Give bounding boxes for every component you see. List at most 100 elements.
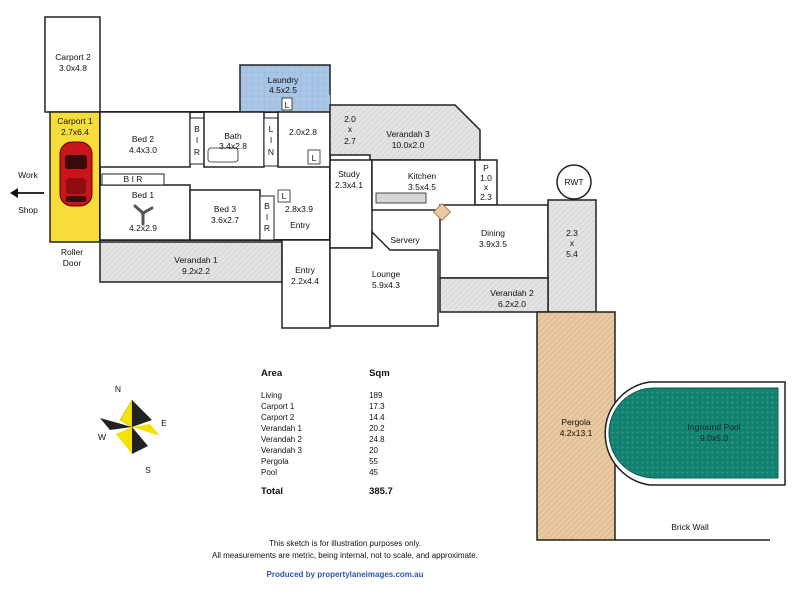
carport-1-dims: 2.7x6.4 [61, 127, 89, 137]
room-2-8x3-9-dims: 2.8x3.9 [285, 204, 313, 214]
total-value: 385.7 [369, 486, 393, 497]
verandah-3-side-x: x [348, 124, 353, 134]
bed-1-bir: B I R [124, 174, 143, 184]
laundry-dims: 4.5x2.5 [269, 85, 297, 95]
sqm-header: Sqm [369, 368, 390, 379]
kitchen-bench [375, 192, 427, 204]
compass-e: E [161, 418, 167, 428]
verandah-2-name: Verandah 2 [490, 288, 534, 298]
side-verandah-h: 5.4 [566, 249, 578, 259]
bathtub [207, 147, 239, 163]
area-row-label: Carport 1 [261, 402, 295, 411]
bed-2-dims: 4.4x3.0 [129, 145, 157, 155]
room-2-0x2-8-dims: 2.0x2.8 [289, 127, 317, 137]
pantry-w: 1.0 [480, 173, 492, 183]
verandah-2 [439, 277, 549, 313]
area-header: Area [261, 368, 283, 379]
bir-r: R [194, 147, 200, 157]
verandah-3-side-h: 2.7 [344, 136, 356, 146]
car-icon [59, 141, 93, 207]
compass-n: N [115, 384, 121, 394]
side-verandah [547, 199, 597, 313]
room-2-0x2-8-l: L [312, 153, 317, 163]
area-row-value: 24.8 [369, 435, 385, 444]
roller-door-label-1: Roller [61, 247, 83, 257]
kitchen-name: Kitchen [408, 171, 437, 181]
area-table-row: Pergola 55 [258, 456, 428, 467]
rainwater-tank [556, 164, 592, 200]
disclaimer-line-2: All measurements are metric, being inter… [212, 551, 478, 560]
bir-b: B [194, 124, 200, 134]
producer-credit: Produced by propertylaneimages.com.au [266, 570, 424, 579]
bed-3-bir-r: R [264, 223, 270, 233]
pergola-dims: 4.2x13.1 [560, 428, 593, 438]
room-2-0x2-8 [277, 111, 331, 168]
area-row-value: 45 [369, 468, 378, 477]
area-row-value: 20 [369, 446, 378, 455]
left-arrow-icon [10, 188, 44, 198]
bed-3-bir-b: B [264, 201, 270, 211]
compass-s: S [145, 465, 151, 475]
laundry-name: Laundry [268, 75, 299, 85]
area-row-label: Verandah 2 [261, 435, 302, 444]
inground-pool [608, 387, 779, 479]
lin-l: L [269, 124, 274, 134]
verandah-3-side-w: 2.0 [344, 114, 356, 124]
bed-3-name: Bed 3 [214, 204, 236, 214]
verandah-3-name: Verandah 3 [386, 129, 430, 139]
area-row-value: 20.2 [369, 424, 385, 433]
study [329, 159, 373, 249]
entry-dims: 2.2x4.4 [291, 276, 319, 286]
bed-3-wardrobe [259, 195, 275, 241]
area-row-value: 14.4 [369, 413, 385, 422]
area-table-row: Verandah 2 24.8 [258, 434, 428, 445]
area-table-row: Carport 2 14.4 [258, 412, 428, 423]
pantry-h: 2.3 [480, 192, 492, 202]
bir-i: I [196, 135, 198, 145]
bed-3-cupboard [277, 189, 291, 203]
area-row-value: 55 [369, 457, 378, 466]
area-table-row: Pool 45 [258, 467, 428, 478]
laundry-lower [280, 95, 330, 112]
kitchen-dims: 3.5x4.5 [408, 182, 436, 192]
brick-wall-label: Brick Wall [671, 522, 709, 532]
area-row-label: Living [261, 391, 282, 400]
area-row-label: Verandah 3 [261, 446, 302, 455]
laundry-cupboard [281, 97, 293, 111]
disclaimer-line-1: This sketch is for illustration purposes… [269, 539, 421, 548]
bed-1-name: Bed 1 [132, 190, 154, 200]
entry-name: Entry [295, 265, 316, 275]
verandah-3-dims: 10.0x2.0 [392, 140, 425, 150]
dining-dims: 3.9x3.5 [479, 239, 507, 249]
area-row-label: Carport 2 [261, 413, 295, 422]
bath-name: Bath [224, 131, 242, 141]
ceiling-fan-icon [133, 204, 154, 226]
area-row-label: Pergola [261, 457, 289, 466]
bed-3-cupboard-l: L [282, 191, 287, 201]
bed-3 [189, 189, 261, 241]
compass-w: W [98, 432, 106, 442]
carport-2-name: Carport 2 [55, 52, 91, 62]
area-table-row: Verandah 3 20 [258, 445, 428, 456]
entry-upper-label: Entry [290, 220, 311, 230]
servery-label: Servery [390, 235, 420, 245]
pool-dims: 9.0x5.0 [700, 433, 728, 443]
area-row-value: 17.3 [369, 402, 385, 411]
pool-name: Inground Pool [688, 422, 741, 432]
roller-door-label-2: Door [63, 258, 82, 268]
side-verandah-x: x [570, 238, 575, 248]
pantry-p: P [483, 163, 489, 173]
area-row-label: Pool [261, 468, 278, 477]
compass-rose-icon [100, 399, 160, 454]
verandah-1-dims: 9.2x2.2 [182, 266, 210, 276]
lin-i: I [270, 135, 272, 145]
pantry-x: x [484, 182, 489, 192]
work-label: Work [18, 170, 38, 180]
pergola-name: Pergola [561, 417, 591, 427]
dining-name: Dining [481, 228, 505, 238]
dining-table [432, 202, 452, 222]
room-2-0x2-8-cupboard [307, 149, 321, 165]
